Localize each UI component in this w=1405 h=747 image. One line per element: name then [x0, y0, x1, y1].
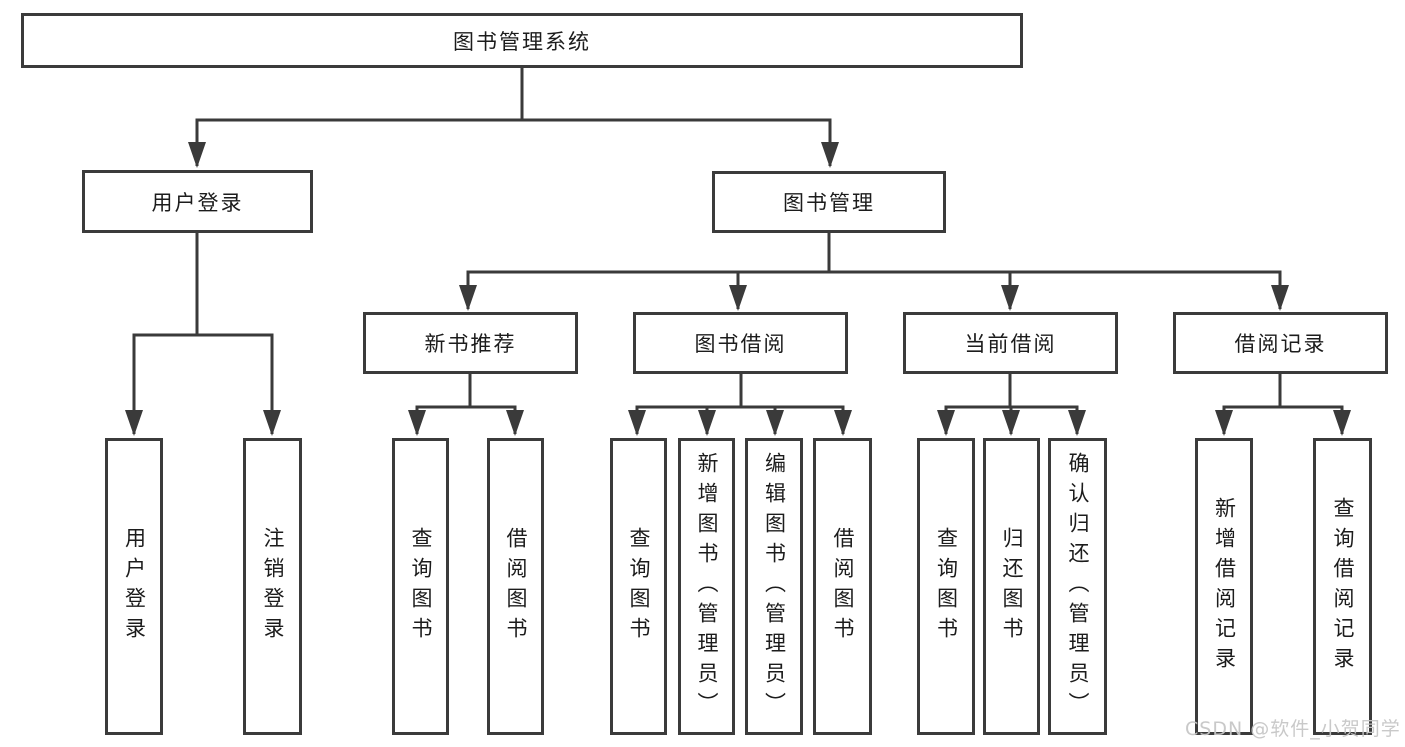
connector-root-to-level2	[188, 68, 839, 168]
leaf-edit-books-admin: 编辑图书（管理员）	[745, 438, 803, 735]
node-book-borrowing: 图书借阅	[633, 312, 848, 374]
leaf-query-books-rec: 查询图书	[392, 438, 449, 735]
node-label: 图书借阅	[694, 332, 787, 356]
node-label: 当前借阅	[964, 332, 1057, 356]
leaf-label: 查询图书	[627, 526, 651, 647]
node-new-book-recommendation: 新书推荐	[363, 312, 578, 374]
node-book-management: 图书管理	[712, 171, 946, 233]
node-label: 新书推荐	[424, 332, 517, 356]
leaf-borrow-books: 借阅图书	[813, 438, 872, 735]
leaf-label: 查询借阅记录	[1331, 496, 1355, 677]
connector-borrow-records-branch	[1215, 374, 1351, 436]
node-library-management-system: 图书管理系统	[21, 13, 1023, 68]
connector-book-mgmt-branch	[459, 233, 1289, 311]
leaf-label: 借阅图书	[831, 526, 855, 647]
leaf-label: 查询图书	[409, 526, 433, 647]
leaf-label: 借阅图书	[504, 526, 528, 647]
leaf-confirm-return-admin: 确认归还（管理员）	[1048, 438, 1107, 735]
node-current-borrowing: 当前借阅	[903, 312, 1118, 374]
node-label: 借阅记录	[1234, 332, 1327, 356]
leaf-logout: 注销登录	[243, 438, 302, 735]
node-borrowing-records: 借阅记录	[1173, 312, 1388, 374]
leaf-label: 查询图书	[934, 526, 959, 647]
leaf-borrow-books-rec: 借阅图书	[487, 438, 544, 735]
node-user-login: 用户登录	[82, 170, 313, 233]
leaf-query-books-borrow: 查询图书	[610, 438, 667, 735]
leaf-add-borrow-record: 新增借阅记录	[1195, 438, 1253, 735]
leaf-label: 用户登录	[122, 526, 147, 647]
csdn-watermark: CSDN @软件_小贺同学	[1185, 718, 1401, 740]
leaf-label: 编辑图书（管理员）	[762, 451, 787, 722]
leaf-label: 归还图书	[1000, 526, 1024, 647]
node-label: 用户登录	[151, 190, 244, 215]
connector-user-login-branch	[125, 233, 281, 436]
node-label: 图书管理	[783, 191, 875, 215]
leaf-label: 注销登录	[261, 526, 285, 647]
leaf-return-books: 归还图书	[983, 438, 1040, 735]
leaf-add-books-admin: 新增图书（管理员）	[678, 438, 735, 735]
leaf-label: 新增借阅记录	[1212, 496, 1237, 677]
connector-new-book-rec-branch	[408, 374, 524, 436]
connector-current-borrow-branch	[937, 374, 1086, 436]
leaf-label: 确认归还（管理员）	[1066, 451, 1090, 722]
leaf-query-books-current: 查询图书	[917, 438, 975, 735]
connector-book-borrow-branch	[628, 374, 852, 436]
leaf-user-login: 用户登录	[105, 438, 163, 735]
leaf-query-borrow-record: 查询借阅记录	[1313, 438, 1372, 735]
node-label: 图书管理系统	[453, 29, 591, 54]
leaf-label: 新增图书（管理员）	[695, 451, 719, 722]
